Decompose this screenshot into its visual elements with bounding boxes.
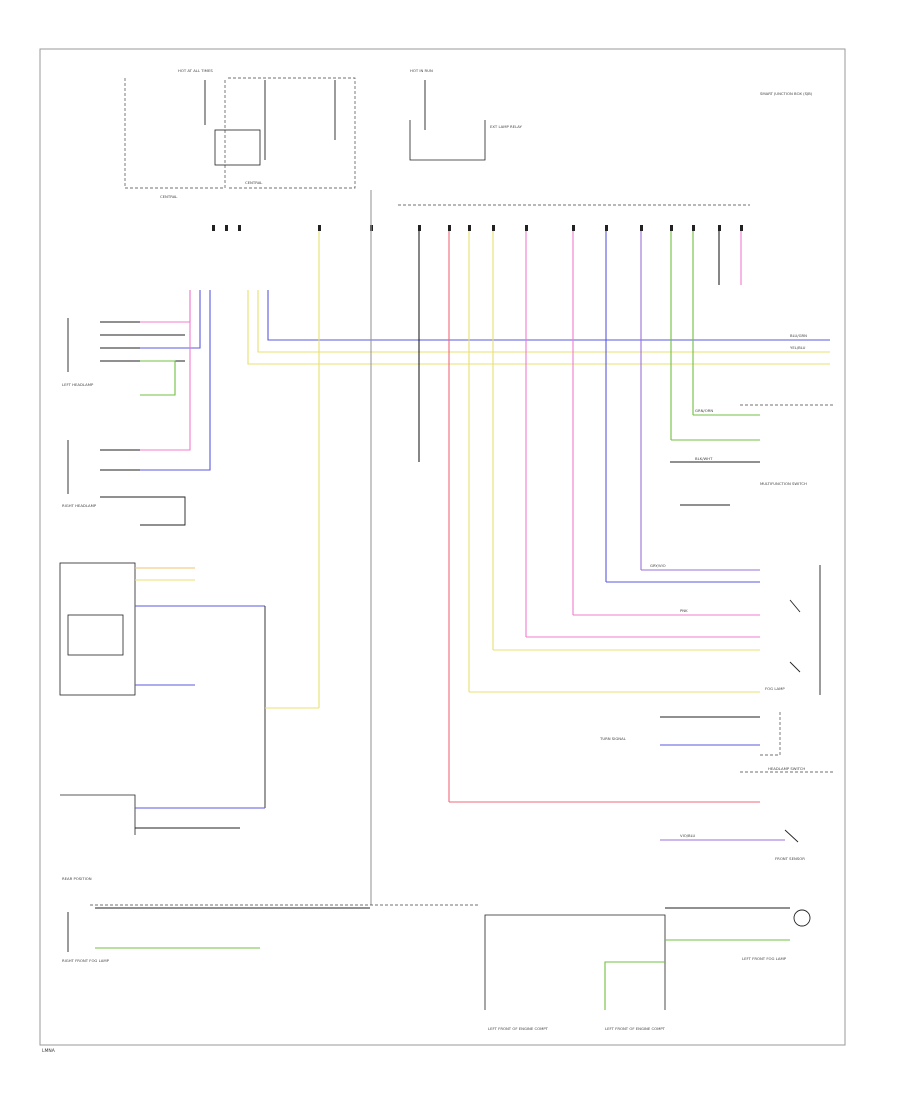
front-sensor-label: FRONT SENSOR [775, 856, 805, 861]
wire-label-b: BLK/WHT [695, 456, 713, 461]
exterior-lamp-label: EXT LAMP RELAY [490, 124, 523, 129]
left-front-fog-label: LEFT FRONT FOG LAMP [742, 956, 787, 961]
right-headlamp-label: RIGHT HEADLAMP [62, 503, 97, 508]
sensor-module [59, 562, 319, 808]
turn-sig-label: TURN SIGNAL [599, 736, 627, 741]
footer-label: LMNA [42, 1048, 56, 1054]
lower-right-block: LEFT FRONT FOG LAMP LEFT FRONT OF ENGINE… [484, 907, 811, 1031]
left-headlamp-label: LEFT HEADLAMP [62, 382, 94, 387]
lower-left-block: REAR POSITION RIGHT FRONT FOG LAMP [60, 794, 480, 963]
bus-label-2: YEL/BLU [790, 345, 806, 350]
hot-run-label: HOT IN RUN [410, 68, 433, 73]
wire-label-d: PNK [680, 608, 688, 613]
horizontal-buses: BLU/GRN YEL/BLU [247, 290, 830, 365]
multifunction-label: MULTIFUNCTION SWITCH [760, 481, 807, 486]
headlamp-switch-label: HEADLAMP SWITCH [768, 766, 805, 771]
right-front-fog-label: RIGHT FRONT FOG LAMP [62, 958, 110, 963]
top-connector-row [212, 204, 750, 231]
wire-label-a: GRN/ORN [695, 408, 713, 413]
ground-right-label: LEFT FRONT OF ENGINE COMPT [605, 1026, 666, 1031]
left-headlamp-block: LEFT HEADLAMP [62, 290, 201, 396]
fuse-block-label: HOT AT ALL TIMES [178, 68, 213, 73]
right-switches: MULTIFUNCTION SWITCH FOG LAMP HEADLAMP S… [740, 404, 835, 861]
right-runs [449, 414, 785, 841]
fog-lamp-label: FOG LAMP [765, 686, 785, 691]
fuse-block-area: HOT AT ALL TIMES HOT IN RUN CENTRAL CENT… [124, 68, 813, 199]
vertical-wires [318, 190, 742, 905]
sjb-label: SMART JUNCTION BOX (SJB) [760, 91, 813, 96]
central-label-2: CENTRAL [245, 180, 263, 185]
diagram-frame [39, 48, 846, 1046]
central-label-1: CENTRAL [160, 194, 178, 199]
wire-label-c: GRY/VIO [650, 563, 666, 568]
rear-pos-label: REAR POSITION [62, 876, 92, 881]
wire-label-e: VIO/BLU [680, 833, 696, 838]
bus-label-1: BLU/GRN [790, 333, 807, 338]
right-headlamp-block: RIGHT HEADLAMP [62, 290, 211, 526]
ground-left-label: LEFT FRONT OF ENGINE COMPT [488, 1026, 549, 1031]
